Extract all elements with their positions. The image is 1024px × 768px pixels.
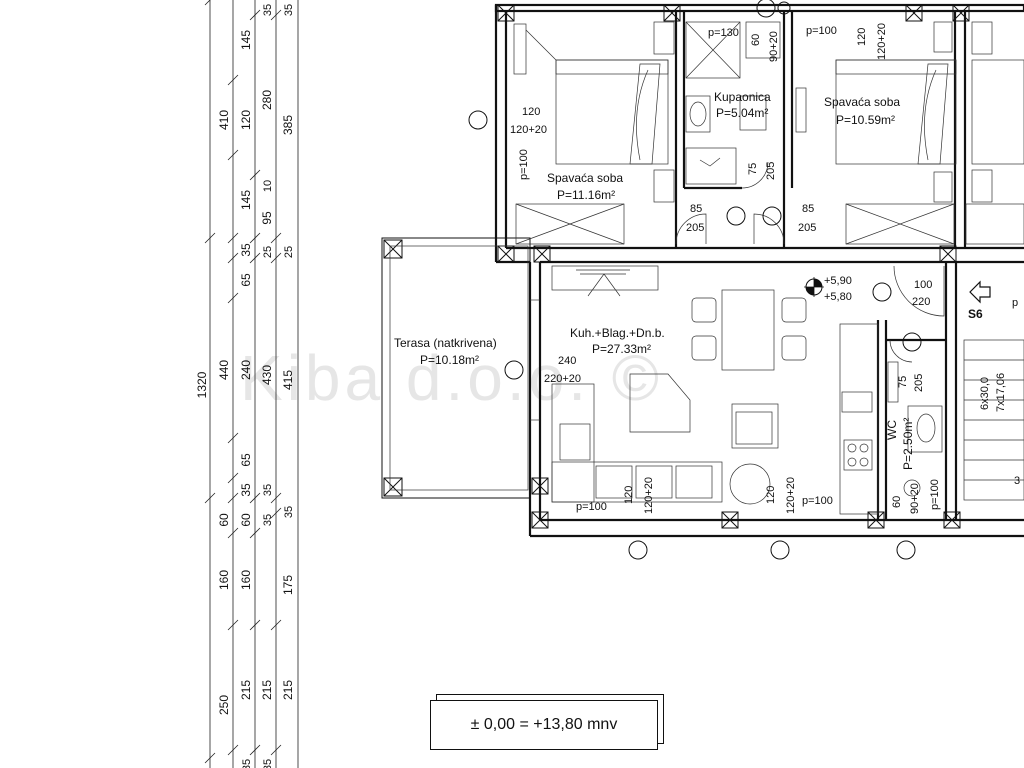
dim-col2-4: 65 [239, 273, 253, 287]
bath-door-205: 205 [765, 162, 777, 180]
room-labels: Spavaća soba P=11.16m² Kupaonica P=5.04m… [394, 90, 915, 470]
south-p100-left: p=100 [576, 501, 607, 513]
dim-col4-2: 25 [283, 246, 295, 258]
bed1-window-p: p=100 [518, 149, 530, 180]
door2-205: 205 [798, 222, 816, 234]
south-12020-mid: 120+20 [785, 477, 797, 514]
wc-name: WC [885, 420, 899, 440]
level-upper: +5,90 [824, 275, 852, 287]
bedroom1-area: P=11.16m² [557, 188, 615, 202]
dimension-chains: 1320 410 440 250 145 120 145 35 65 240 6… [195, 0, 299, 768]
window-markers [468, 0, 922, 560]
entry-100: 100 [914, 279, 932, 291]
wc-door-205: 205 [913, 374, 925, 392]
watermark: Kiba d.o.o. © [240, 342, 663, 414]
dim-col4-3: 415 [281, 370, 295, 390]
bathroom-name: Kupaonica [714, 90, 771, 104]
south-120-mid: 120 [765, 486, 777, 504]
wc-win-9020: 90+20 [909, 483, 921, 514]
stairs-extra: 3 [1014, 475, 1020, 487]
dim-col2-0: 145 [239, 30, 253, 50]
bath-window-9020: 90+20 [768, 31, 780, 62]
door1-85: 85 [690, 203, 702, 215]
terrace-door-240: 240 [558, 355, 576, 367]
dim-col3-8: 35 [262, 514, 274, 526]
dim-col1-1: 440 [217, 360, 231, 380]
dim-col2-1: 120 [239, 110, 253, 130]
terrace-area: P=10.18m² [420, 353, 479, 367]
bedroom2-name: Spavaća soba [824, 95, 900, 109]
south-12020-left: 120+20 [643, 477, 655, 514]
bath-door-75: 75 [747, 163, 759, 175]
south-p100-mid: p=100 [802, 495, 833, 507]
bed1-window-12020: 120+20 [510, 124, 547, 136]
section-arrow-icon [969, 280, 991, 304]
stairs-rise: 7x17,06 [995, 373, 1007, 412]
opening-labels: p=130 60 90+20 p=100 120 120+20 120 120+… [510, 23, 941, 514]
bedroom2-area: P=10.59m² [836, 113, 895, 127]
dim-col1-0: 410 [217, 110, 231, 130]
walls [494, 3, 1024, 538]
dim-col2-10: 215 [239, 680, 253, 700]
wc-area: P=2.50m² [901, 418, 915, 470]
dim-col4-5: 175 [281, 575, 295, 595]
elevation-note: ± 0,00 = +13,80 mnv [430, 700, 658, 750]
wc-win-p: p=100 [929, 479, 941, 510]
dim-col3-2: 10 [262, 180, 274, 192]
dim-col2-6: 65 [239, 453, 253, 467]
entry-220: 220 [912, 296, 930, 308]
south-120-left: 120 [623, 486, 635, 504]
dim-col1-2: 250 [217, 695, 231, 715]
terrace-door-22020: 220+20 [544, 373, 581, 385]
dim-col2-7: 35 [239, 483, 253, 497]
dim-col2-5: 240 [239, 360, 253, 380]
level-lower: +5,80 [824, 291, 852, 303]
dim-col3-1: 280 [260, 90, 274, 110]
dim-col3-9: 160 [239, 570, 253, 590]
dim-col3-7: 60 [239, 513, 253, 527]
dim-col3-0: 35 [262, 4, 274, 16]
dim-col2-8: 60 [217, 513, 231, 527]
bed1-window-120: 120 [522, 106, 540, 118]
wc-door-75: 75 [897, 376, 909, 388]
door2-85: 85 [802, 203, 814, 215]
dim-col2-11: 35 [241, 759, 253, 768]
bathroom-area: P=5.04m² [716, 106, 768, 120]
elevation-note-text: ± 0,00 = +13,80 mnv [470, 716, 618, 733]
dim-col2-9: 160 [217, 570, 231, 590]
dim-col2-2: 145 [239, 190, 253, 210]
living-name: Kuh.+Blag.+Dn.b. [570, 326, 665, 340]
bath-window-60: 60 [750, 34, 762, 46]
furniture [513, 21, 1024, 515]
dim-col4-6: 215 [281, 680, 295, 700]
terrace-name: Terasa (natkrivena) [394, 336, 497, 350]
stairs-count: 6x30,0 [979, 377, 991, 410]
structural-columns [383, 4, 970, 529]
dim-col3-10: 215 [260, 680, 274, 700]
dim-col3-6: 35 [262, 484, 274, 496]
dim-col4-4: 35 [283, 506, 295, 518]
dim-col2-3: 35 [239, 243, 253, 257]
wc-win-60: 60 [891, 496, 903, 508]
terrace-outline [381, 237, 531, 499]
door-swings [530, 161, 945, 421]
door1-205: 205 [686, 222, 704, 234]
dim-col4-0: 35 [283, 4, 295, 16]
bed2-window-p: p=100 [806, 25, 837, 37]
dim-col3-3: 95 [260, 211, 274, 225]
dim-total: 1320 [195, 371, 209, 398]
dim-col3-11: 35 [262, 759, 274, 768]
bed2-window-120: 120 [856, 28, 868, 46]
dim-col4-1: 385 [281, 115, 295, 135]
dim-col3-5: 430 [260, 365, 274, 385]
bath-window-p: p=130 [708, 27, 739, 39]
bed2-window-12020: 120+20 [876, 23, 888, 60]
section-label: S6 [968, 307, 983, 321]
living-area: P=27.33m² [592, 342, 651, 356]
dim-col3-4: 25 [262, 246, 274, 258]
section-right-label: p [1012, 297, 1018, 309]
bedroom1-name: Spavaća soba [547, 171, 623, 185]
level-marker-icon [804, 277, 824, 297]
